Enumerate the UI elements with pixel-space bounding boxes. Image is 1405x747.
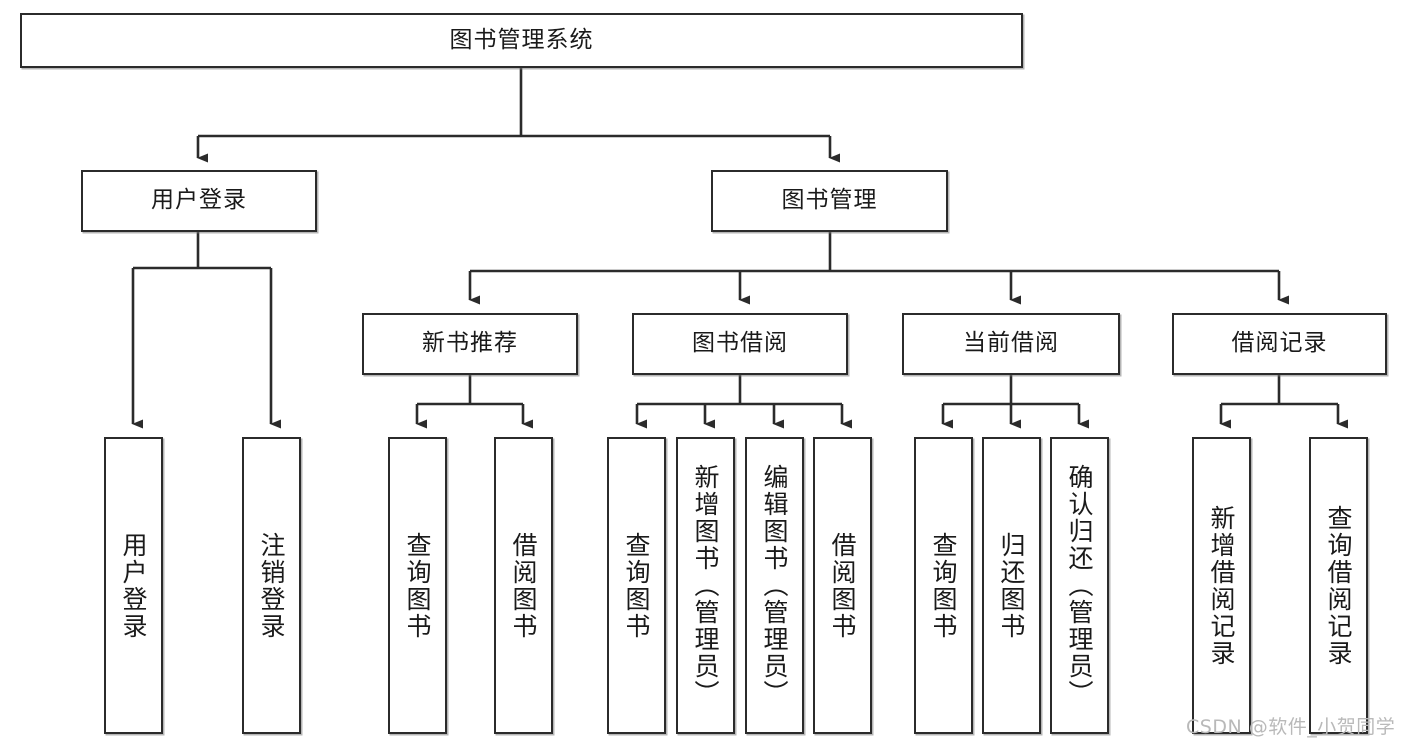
node-root[interactable]: 图书管理系统 xyxy=(20,13,1023,68)
node-leaf-query-book-1-label: 查询图书 xyxy=(403,531,432,640)
node-leaf-query-book-2-label: 查询图书 xyxy=(622,531,651,640)
node-user-login-label: 用户登录 xyxy=(151,187,247,214)
node-leaf-borrow-book-2[interactable]: 借阅图书 xyxy=(813,437,872,734)
node-leaf-confirm-return[interactable]: 确认归还（管理员） xyxy=(1050,437,1109,734)
node-book-manage[interactable]: 图书管理 xyxy=(711,170,948,232)
node-book-borrow-label: 图书借阅 xyxy=(692,330,788,357)
node-leaf-edit-book-label: 编辑图书（管理员） xyxy=(760,464,789,707)
node-leaf-query-book-3-label: 查询图书 xyxy=(929,531,958,640)
node-leaf-query-book-1[interactable]: 查询图书 xyxy=(388,437,447,734)
node-new-book-rec-label: 新书推荐 xyxy=(422,330,518,357)
node-leaf-confirm-return-label: 确认归还（管理员） xyxy=(1065,464,1094,707)
node-leaf-add-record-label: 新增借阅记录 xyxy=(1207,504,1236,667)
node-leaf-logout[interactable]: 注销登录 xyxy=(242,437,301,734)
node-leaf-add-book-label: 新增图书（管理员） xyxy=(691,464,720,707)
node-leaf-return-book[interactable]: 归还图书 xyxy=(982,437,1041,734)
node-current-borrow-label: 当前借阅 xyxy=(963,330,1059,357)
node-user-login[interactable]: 用户登录 xyxy=(81,170,317,232)
node-book-borrow[interactable]: 图书借阅 xyxy=(632,313,848,375)
node-leaf-query-record[interactable]: 查询借阅记录 xyxy=(1309,437,1368,734)
node-borrow-record[interactable]: 借阅记录 xyxy=(1172,313,1387,375)
node-leaf-edit-book[interactable]: 编辑图书（管理员） xyxy=(745,437,804,734)
node-borrow-record-label: 借阅记录 xyxy=(1231,330,1328,357)
node-leaf-user-login[interactable]: 用户登录 xyxy=(104,437,163,734)
node-leaf-logout-label: 注销登录 xyxy=(257,531,286,640)
node-current-borrow[interactable]: 当前借阅 xyxy=(902,313,1120,375)
node-new-book-rec[interactable]: 新书推荐 xyxy=(362,313,578,375)
node-leaf-user-login-label: 用户登录 xyxy=(119,531,148,640)
csdn-watermark: CSDN @软件_小贺同学 xyxy=(1186,716,1396,738)
node-leaf-query-record-label: 查询借阅记录 xyxy=(1324,504,1353,667)
node-leaf-return-book-label: 归还图书 xyxy=(997,531,1026,640)
node-leaf-borrow-book-2-label: 借阅图书 xyxy=(828,531,857,640)
node-leaf-query-book-2[interactable]: 查询图书 xyxy=(607,437,666,734)
node-leaf-add-book[interactable]: 新增图书（管理员） xyxy=(676,437,735,734)
node-leaf-query-book-3[interactable]: 查询图书 xyxy=(914,437,973,734)
node-book-manage-label: 图书管理 xyxy=(781,187,878,214)
node-root-label: 图书管理系统 xyxy=(449,26,594,53)
node-leaf-add-record[interactable]: 新增借阅记录 xyxy=(1192,437,1251,734)
node-leaf-borrow-book-1[interactable]: 借阅图书 xyxy=(494,437,553,734)
node-leaf-borrow-book-1-label: 借阅图书 xyxy=(509,531,538,640)
